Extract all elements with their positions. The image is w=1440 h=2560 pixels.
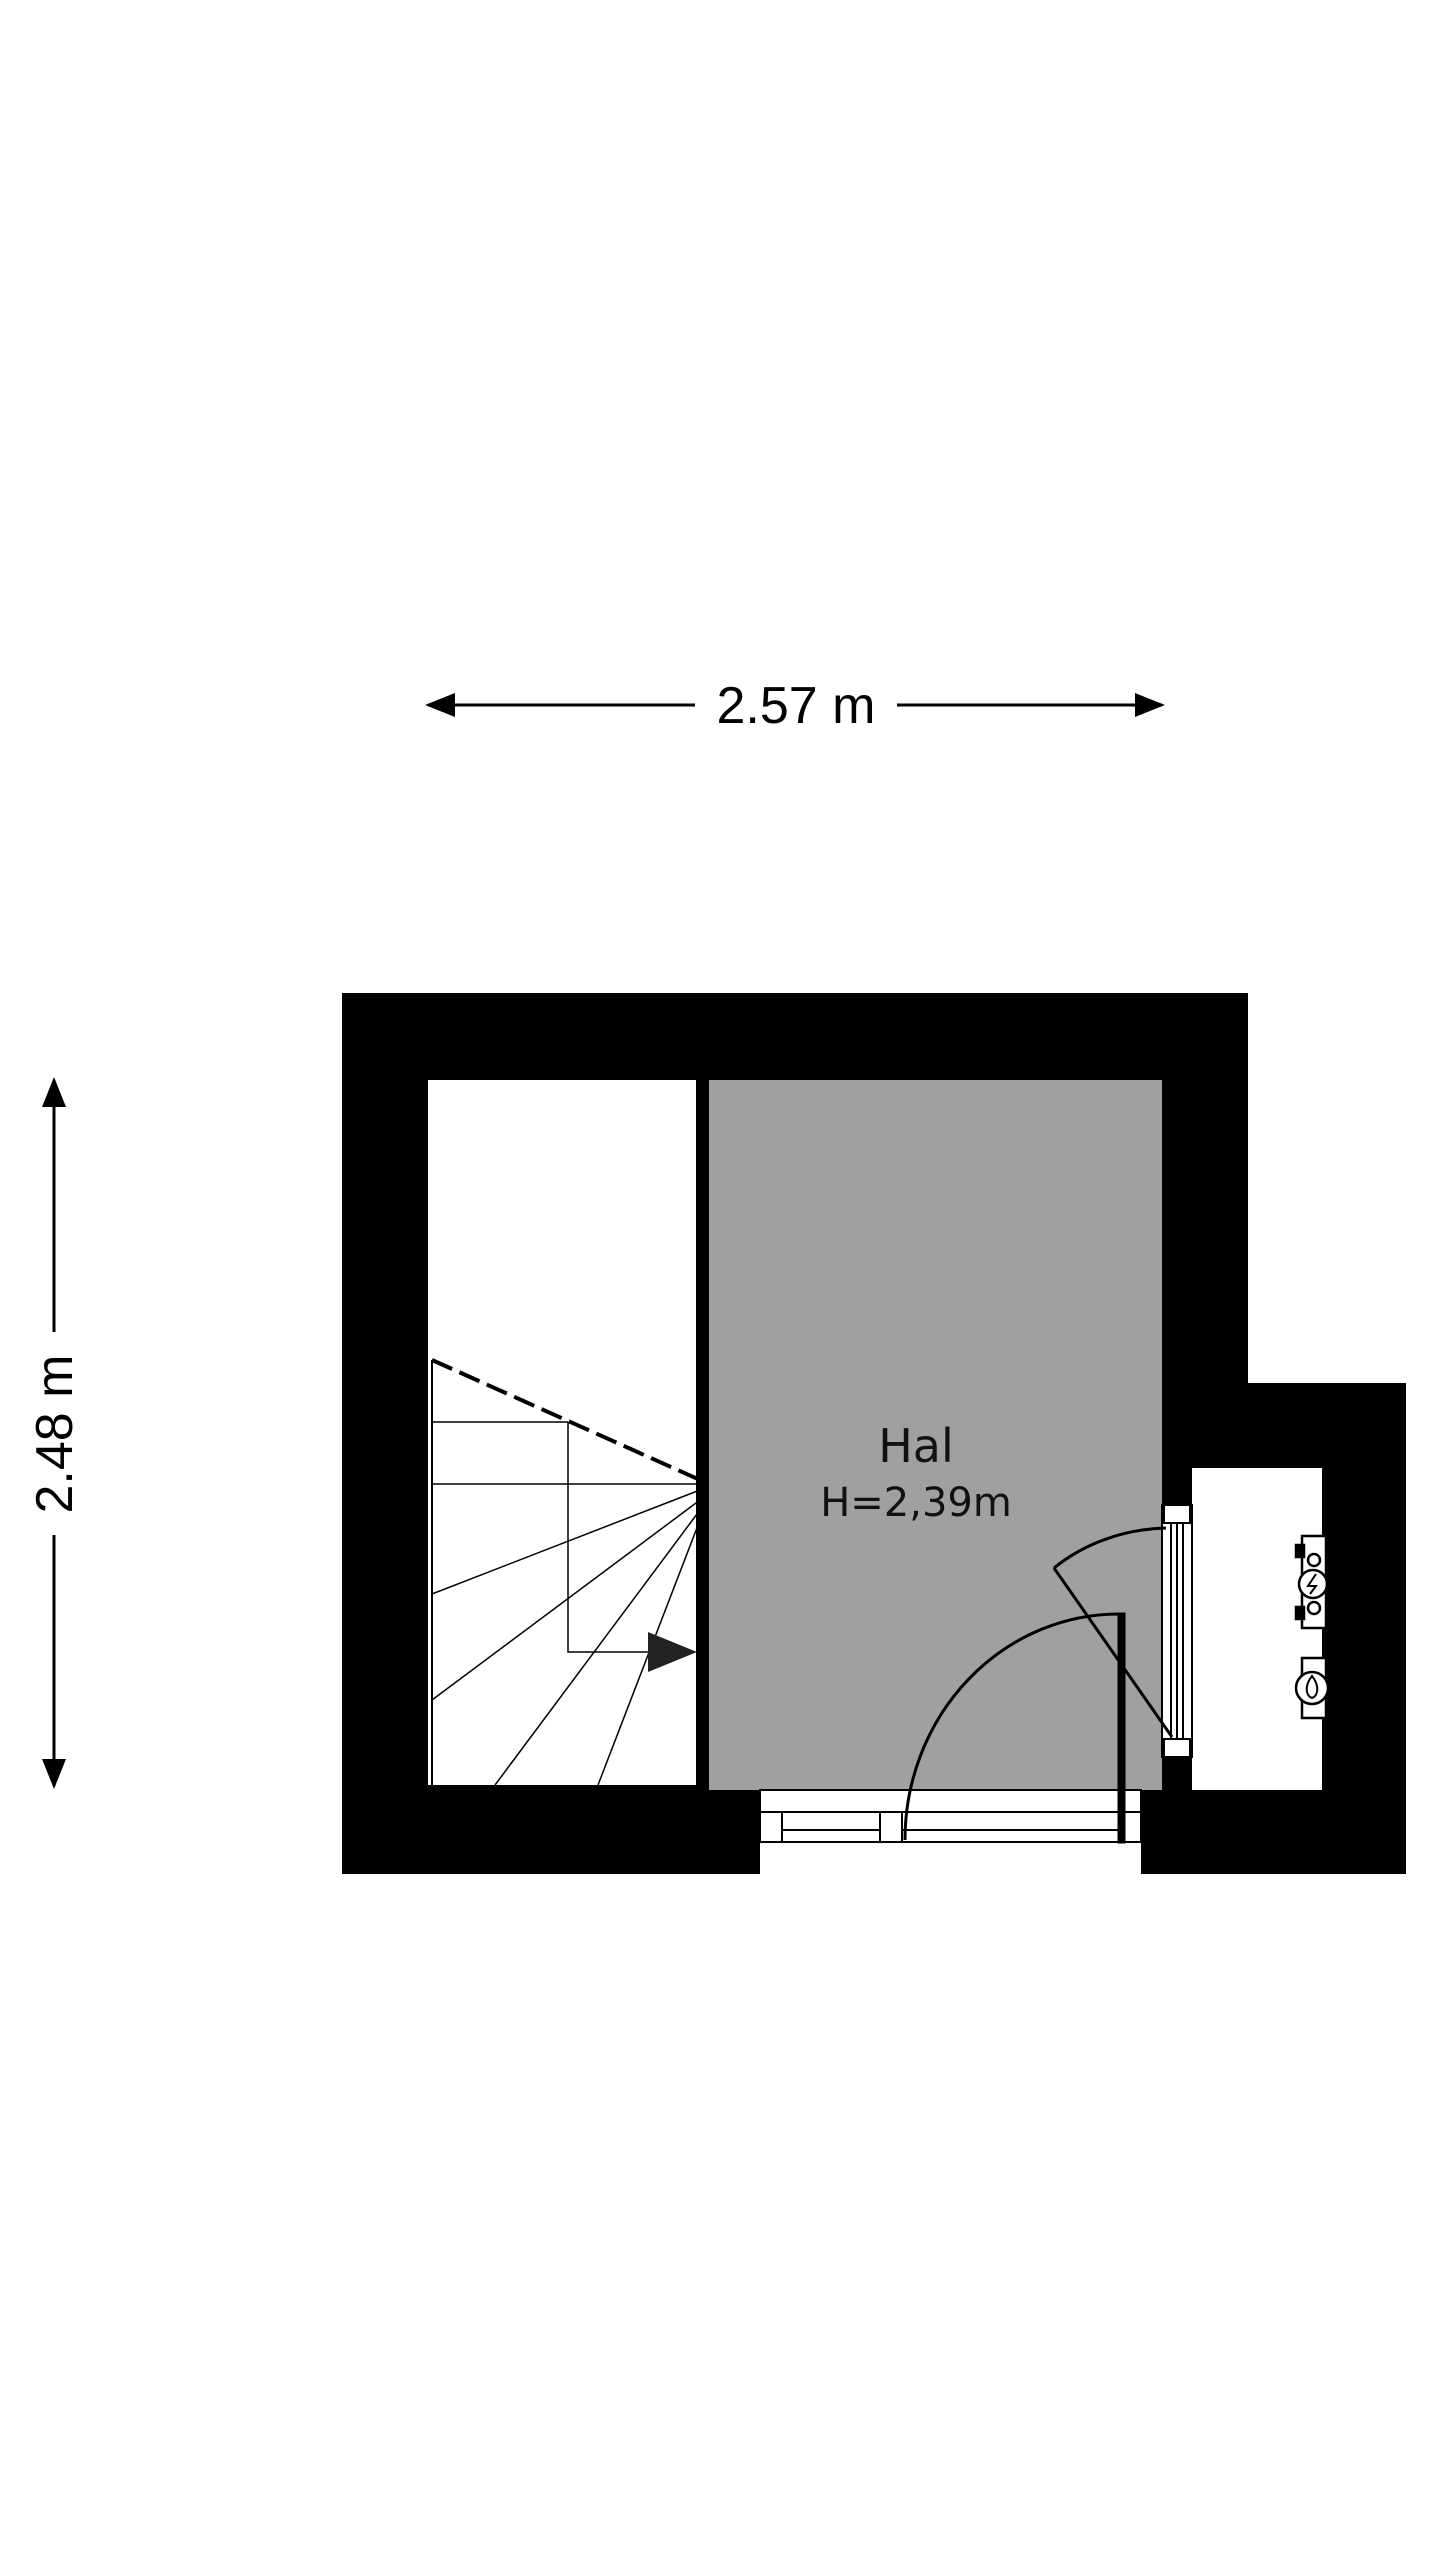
height-dimension-label: 2.48 m [26, 1355, 84, 1514]
front-door [903, 1612, 1126, 1844]
staircase [431, 1358, 701, 1786]
hal-floor [709, 1080, 1162, 1790]
stair-partition-wall [696, 1080, 709, 1517]
width-dimension-label: 2.57 m [717, 677, 876, 735]
room-name: Hal [878, 1419, 954, 1473]
electric-meter-icon [1294, 1534, 1329, 1630]
room-height: H=2,39m [820, 1480, 1012, 1526]
height-dimension: 2.48 m [26, 1077, 84, 1789]
width-dimension: 2.57 m [425, 677, 1165, 735]
stairs-direction-arrow-icon [648, 1632, 697, 1672]
entrance-threshold [759, 1789, 1142, 1843]
meter-cupboard-door [1052, 1504, 1193, 1758]
outer-walls [342, 993, 1406, 1874]
gas-meter-icon [1294, 1656, 1330, 1720]
stair-partition-thin [700, 1517, 706, 1787]
